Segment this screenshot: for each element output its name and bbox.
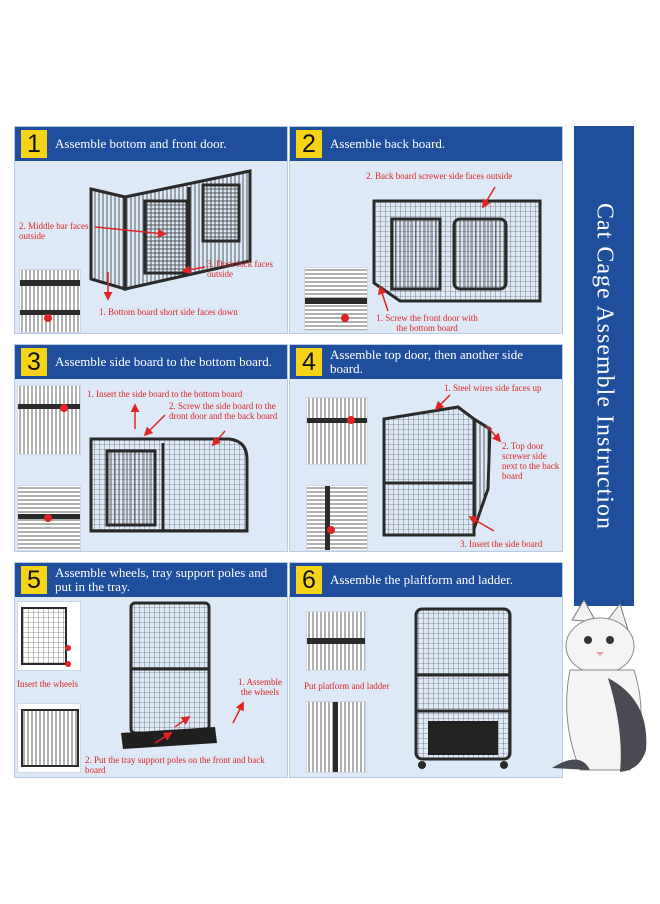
completed-cage-illustration	[408, 603, 518, 773]
instruction-title: Cat Cage Assemble Instruction	[591, 202, 618, 530]
note-door-lock: 3. Door lock faces outside	[207, 259, 273, 279]
step-header: 1 Assemble bottom and front door.	[15, 127, 287, 161]
step-1-arrows	[94, 226, 206, 301]
step-header: 3 Assemble side board to the bottom boar…	[15, 345, 287, 379]
wheel-insert-thumbnail	[17, 601, 81, 671]
bottom-front-door-illustration	[85, 163, 255, 293]
step-4-panel: 4 Assemble top door, then another side b…	[289, 344, 563, 552]
step-number-badge: 4	[296, 348, 322, 376]
note-tray-poles: 2. Put the tray support poles on the fro…	[85, 755, 265, 775]
note-insert-side-board: 3. Insert the side board	[460, 539, 543, 549]
note-assemble-wheels: 1. Assemble the wheels	[238, 677, 282, 697]
step-number-badge: 6	[296, 566, 322, 594]
note-platform-ladder: Put platform and ladder	[304, 681, 390, 691]
step-5-panel: 5 Assemble wheels, tray support poles an…	[14, 562, 288, 778]
note-back-board-screwer: 2. Back board screwer side faces outside	[366, 171, 513, 181]
step-title: Assemble side board to the bottom board.	[55, 354, 272, 369]
note-insert-wheels: Insert the wheels	[17, 679, 78, 689]
note-insert-side-board: 1. Insert the side board to the bottom b…	[87, 389, 243, 399]
step-5-arrows	[154, 701, 244, 744]
note-middle-bar: 2. Middle bar faces outside	[19, 221, 89, 241]
insert-side-board-thumbnail	[17, 385, 81, 455]
title-sidebar: Cat Cage Assemble Instruction	[574, 126, 634, 606]
step-title: Assemble bottom and front door.	[55, 136, 227, 151]
step-number-badge: 1	[21, 130, 47, 158]
step-4-arrows	[434, 394, 502, 532]
tray-pole-thumbnail	[17, 703, 81, 773]
middle-bar-detail-thumbnail	[19, 269, 81, 333]
note-screw-side-board: 2. Screw the side board to the dront doo…	[169, 401, 278, 421]
step-header: 4 Assemble top door, then another side b…	[290, 345, 562, 379]
side-board-illustration	[89, 429, 249, 539]
platform-detail-thumbnail	[306, 611, 366, 671]
screw-side-board-thumbnail	[17, 485, 81, 551]
step-header: 6 Assemble the plaftform and ladder.	[290, 563, 562, 597]
step-header: 2 Assemble back board.	[290, 127, 562, 161]
note-steel-wires: 1. Steel wires side faces up	[444, 383, 542, 393]
step-3-arrows	[130, 403, 226, 447]
note-bottom-board: 1. Bottom board short side faces down	[99, 307, 238, 317]
step-number-badge: 3	[21, 348, 47, 376]
step-header: 5 Assemble wheels, tray support poles an…	[15, 563, 287, 597]
step-number-badge: 5	[21, 566, 47, 594]
step-6-panel: 6 Assemble the plaftform and ladder. Put…	[289, 562, 563, 778]
step-title: Assemble back board.	[330, 136, 446, 151]
step-2-arrows	[378, 186, 496, 312]
note-top-door-screwer: 2. Top door screwer side next to the bac…	[502, 441, 560, 481]
step-2-panel: 2 Assemble back board. 2. Back board scr…	[289, 126, 563, 334]
step-title: Assemble the plaftform and ladder.	[330, 572, 514, 587]
step-1-panel: 1 Assemble bottom and front door. 2. Mid…	[14, 126, 288, 334]
step-number-badge: 2	[296, 130, 322, 158]
step-title: Assemble wheels, tray support poles and …	[55, 565, 268, 594]
back-board-illustration	[370, 191, 550, 306]
top-door-illustration	[378, 399, 496, 539]
cat-illustration	[550, 600, 660, 780]
top-door-detail-thumbnail	[306, 397, 368, 465]
side-board-detail-thumbnail	[306, 485, 368, 551]
screw-detail-thumbnail	[304, 267, 368, 331]
step-title: Assemble top door, then another side boa…	[330, 347, 523, 376]
note-screw-front-door: 1. Screw the front door with the bottom …	[376, 313, 478, 333]
ladder-detail-thumbnail	[306, 701, 366, 773]
step-3-panel: 3 Assemble side board to the bottom boar…	[14, 344, 288, 552]
